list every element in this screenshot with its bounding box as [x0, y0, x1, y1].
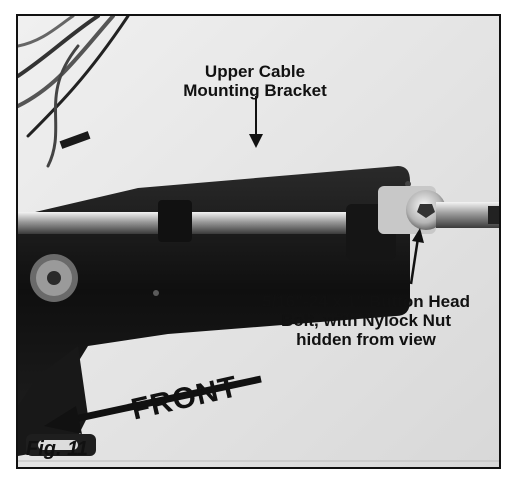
callout-arrow-bolt — [409, 228, 424, 285]
callout-arrow-upper — [249, 96, 263, 148]
wire-bundle — [18, 16, 130, 168]
bracket-photo — [18, 16, 499, 467]
rod-coupler-left — [158, 200, 192, 242]
figure-caption: Fig. 11 — [26, 438, 88, 460]
callout-line: 5/16"-24 x 1" Button Head — [262, 292, 470, 311]
upper-bracket-callout: Upper Cable Mounting Bracket — [180, 62, 330, 100]
callout-line: Mounting Bracket — [183, 81, 327, 101]
callout-line: hidden from view — [296, 330, 436, 350]
callout-line: Bolt, with Nylock Nut — [281, 311, 451, 331]
front-direction-arrow — [44, 375, 262, 434]
photo-frame — [16, 14, 501, 469]
bolt-callout: 5/16"-24 x 1" Button Head Bolt, with Nyl… — [246, 292, 486, 349]
cable-rod — [18, 212, 390, 234]
callout-line: Upper Cable — [204, 62, 306, 81]
